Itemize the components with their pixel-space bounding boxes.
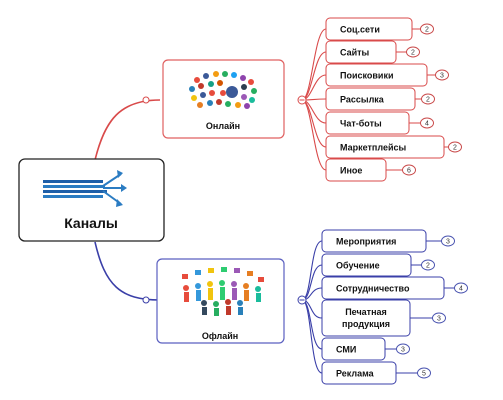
count-badge-value: 2: [411, 50, 415, 57]
leaf-label: Печатная: [345, 307, 387, 317]
leaf-node-online[interactable]: Маркетплейсы 2: [325, 135, 462, 159]
count-badge-value: 5: [422, 371, 426, 378]
group-node-offline[interactable]: Офлайн: [156, 258, 285, 344]
branches-offline: [301, 240, 323, 374]
leaf-node-offline[interactable]: Обучение 2: [321, 253, 435, 277]
leaf-node-online[interactable]: Иное 6: [325, 158, 416, 182]
leaf-label: Мероприятия: [336, 237, 396, 247]
channels-arrows-icon: [43, 170, 127, 207]
count-badge: 3: [435, 69, 449, 81]
count-badge: 3: [441, 235, 455, 247]
root-node[interactable]: Каналы: [18, 158, 165, 242]
branch-connector: [301, 99, 327, 171]
leaf-label: Рассылка: [340, 95, 385, 105]
social-icons-cloud-icon: [189, 71, 257, 109]
branch-connector: [301, 264, 323, 301]
people-with-flags-icon: [182, 267, 264, 316]
connector-dot-online: [142, 96, 150, 104]
branch-connector: [301, 240, 323, 301]
count-badge-value: 2: [453, 145, 457, 152]
leaf-label: Сотрудничество: [336, 284, 410, 294]
leaf-label: Сайты: [340, 48, 370, 58]
branch-connector: [301, 28, 327, 101]
group-label-offline: Офлайн: [202, 331, 238, 341]
leaf-node-offline[interactable]: Сотрудничество 4: [321, 276, 468, 300]
leaf-node-online[interactable]: Сайты 2: [325, 40, 420, 64]
count-badge: 4: [454, 282, 468, 294]
leaf-box: [321, 299, 411, 337]
count-badge: 2: [421, 259, 435, 271]
leaf-node-online[interactable]: Рассылка 2: [325, 87, 435, 111]
count-badge: 2: [406, 46, 420, 58]
collapse-toggle-online[interactable]: [297, 95, 307, 105]
count-badge-value: 4: [459, 286, 463, 293]
leaf-node-online[interactable]: Чат-боты 4: [325, 111, 434, 135]
count-badge-value: 6: [407, 168, 411, 175]
count-badge: 2: [448, 141, 462, 153]
leaf-node-offline[interactable]: Мероприятия 3: [321, 229, 455, 253]
leaf-label: Соц.сети: [340, 25, 380, 35]
count-badge-value: 3: [440, 73, 444, 80]
count-badge-value: 3: [401, 347, 405, 354]
leaf-node-online[interactable]: Соц.сети 2: [325, 17, 434, 41]
count-badge: 3: [396, 343, 410, 355]
leaf-label: продукция: [342, 319, 390, 329]
count-badge-value: 2: [425, 27, 429, 34]
count-badge-value: 3: [446, 239, 450, 246]
count-badge: 4: [420, 117, 434, 129]
connector-root-online: [94, 99, 161, 161]
leaf-label: Чат-боты: [340, 119, 382, 129]
leaf-label: Реклама: [336, 369, 375, 379]
group-label-online: Онлайн: [206, 121, 240, 131]
count-badge-value: 4: [425, 121, 429, 128]
count-badge-value: 3: [437, 316, 441, 323]
leaf-node-offline[interactable]: СМИ 3: [321, 337, 410, 361]
leaf-label: Обучение: [336, 261, 380, 271]
count-badge: 2: [421, 93, 435, 105]
leaf-node-online[interactable]: Поисковики 3: [325, 63, 449, 87]
count-badge-value: 2: [426, 263, 430, 270]
leaf-node-offline[interactable]: Реклама 5: [321, 361, 431, 385]
leaf-label: Иное: [340, 166, 362, 176]
group-node-online[interactable]: Онлайн: [162, 59, 285, 139]
connector-root-offline: [94, 241, 161, 301]
collapse-toggle-offline[interactable]: [297, 295, 307, 305]
leaf-node-offline[interactable]: Печатная продукция 3: [321, 299, 446, 337]
root-label: Каналы: [64, 215, 118, 231]
count-badge-value: 2: [426, 97, 430, 104]
leaf-label: Поисковики: [340, 71, 394, 81]
count-badge: 5: [417, 367, 431, 379]
count-badge: 6: [402, 164, 416, 176]
connector-dot-offline: [142, 296, 150, 304]
leaf-label: Маркетплейсы: [340, 143, 406, 153]
count-badge: 3: [432, 312, 446, 324]
leaf-label: СМИ: [336, 345, 356, 355]
count-badge: 2: [420, 23, 434, 35]
